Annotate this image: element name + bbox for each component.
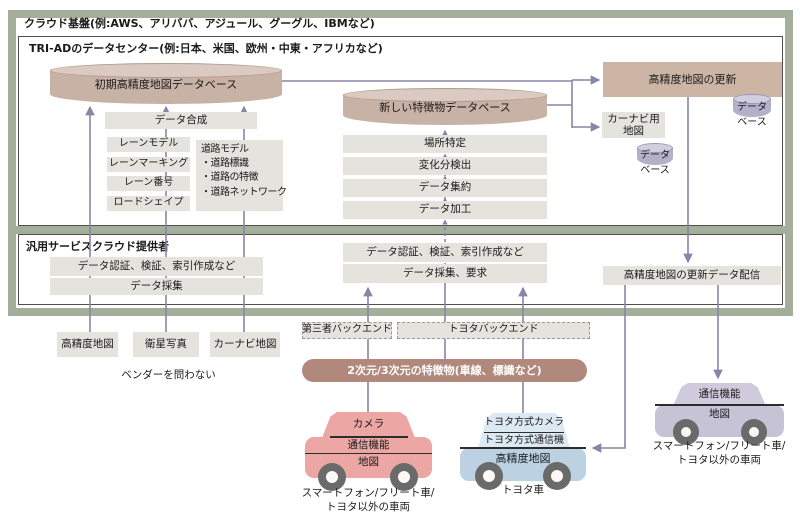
hd-map-source-box: 高精度地図 (57, 332, 118, 357)
wheel-hub (398, 471, 410, 483)
cylinder-body (733, 99, 771, 117)
locate-box: 場所特定 (343, 135, 547, 153)
lavender-car-divider (655, 404, 784, 406)
collect-left-box: データ採集 (50, 278, 263, 295)
cylinder-top (637, 143, 673, 153)
data-aggregate-box: データ集約 (343, 179, 547, 197)
road-feature-item: ・道路の特徴 (201, 172, 259, 184)
wheel-hub (551, 470, 563, 482)
pink-car-caption-2: トヨタ以外の車両 (326, 501, 410, 513)
lavender-car-map-label: 地図 (709, 408, 730, 420)
hd-map-update-box: 高精度地図の更新 (603, 62, 782, 97)
car-wheel-icon (543, 462, 571, 490)
feature-pill: 2次元/3次元の特徴物(車線、標識など) (302, 359, 587, 382)
toyota-car-camera-label: トヨタ方式カメラ (484, 417, 564, 428)
lane-number-box: レーン番号 (107, 176, 190, 191)
toyota-car-comm-label: トヨタ方式通信機 (484, 434, 564, 446)
db2-label-bottom: ベース (640, 165, 670, 176)
wheel-hub (681, 427, 691, 437)
lane-marking-box: レーンマーキング (107, 157, 190, 172)
toyota-car-divider-1 (484, 431, 564, 433)
wheel-hub (326, 471, 338, 483)
db1-label-bottom: ベース (737, 117, 767, 128)
pink-car-camera-label: カメラ (352, 418, 385, 430)
db2-label-top: データ (640, 150, 670, 161)
toyota-car-map-label: 高精度地図 (495, 452, 551, 465)
collect-request-box: データ採集、要求 (343, 264, 547, 283)
db1-label-top: データ (737, 102, 767, 113)
cloud-platform-frame (8, 10, 793, 316)
lavender-car-caption-2: トヨタ以外の車両 (677, 454, 761, 466)
pink-car-comm-label: 通信機能 (347, 439, 390, 451)
new-db-label: 新しい特徴物データベース (379, 101, 511, 114)
data-synthesis-box: データ合成 (105, 112, 257, 129)
toyota-car-caption: トヨタ車 (502, 484, 544, 496)
pink-car-map-label: 地図 (358, 456, 379, 468)
generic-cloud-box (18, 234, 783, 305)
cylinder-top (733, 94, 771, 104)
car-wheel-icon (741, 419, 767, 445)
pink-car-divider-1 (330, 436, 408, 438)
car-wheel-icon (390, 463, 418, 491)
carnavi-map-box: カーナビ用 地図 (602, 112, 665, 138)
vendor-caption: ベンダーを問わない (121, 369, 216, 381)
triad-datacenter-box (18, 36, 783, 226)
pink-car-caption-1: スマートフォン/フリート車/ (301, 487, 435, 499)
satellite-photo-box: 衛星写真 (133, 332, 199, 357)
auth-left-box: データ認証、検証、索引作成など (50, 257, 263, 276)
road-network-item: ・道路ネットワーク (201, 186, 287, 198)
wheel-hub (483, 470, 495, 482)
third-party-backend-box: 第三者バックエンド (302, 322, 392, 339)
car-wheel-icon (673, 419, 699, 445)
carnavi-source-box: カーナビ地図 (210, 332, 280, 357)
road-model-box: 道路モデル ・道路標識 ・道路の特徴 ・道路ネットワーク (196, 140, 287, 211)
generic-cloud-title: 汎用サービスクラウド提供者 (26, 240, 169, 253)
lavender-car-comm-label: 通信機能 (698, 388, 741, 400)
update-delivery-box: 高精度地図の更新データ配信 (603, 266, 781, 285)
road-sign-item: ・道路標識 (201, 158, 249, 170)
new-feature-database-cylinder: 新しい特徴物データベース (343, 88, 547, 125)
cylinder-top (50, 63, 282, 78)
lavender-car-cabin (673, 383, 766, 406)
road-shape-box: ロードシェイプ (107, 196, 190, 211)
road-model-title: 道路モデル (201, 144, 249, 155)
database-cylinder-small-2 (637, 143, 673, 165)
section-divider (16, 226, 785, 234)
carnavi-line2: 地図 (623, 125, 644, 138)
carnavi-line1: カーナビ用 (607, 113, 660, 125)
data-process-box: データ加工 (343, 201, 547, 219)
car-wheel-icon (318, 463, 346, 491)
toyota-car-cabin (478, 413, 570, 448)
auth-mid-box: データ認証、検証、索引作成など (343, 243, 547, 262)
pink-car-divider-2 (305, 452, 432, 454)
lavender-car-caption-1: スマートフォン/フリート車/ (652, 440, 786, 452)
initial-hd-map-database-cylinder: 初期高精度地図データベース (50, 63, 282, 104)
wheel-hub (749, 427, 759, 437)
initial-db-label: 初期高精度地図データベース (94, 78, 238, 91)
cylinder-top (343, 88, 547, 102)
triad-datacenter-title: TRI-ADのデータセンター(例:日本、米国、欧州・中東・アフリカなど) (29, 42, 383, 55)
toyota-car-divider-2 (460, 447, 586, 449)
car-wheel-icon (475, 462, 503, 490)
lane-model-box: レーンモデル (107, 137, 190, 152)
pink-car-cabin (322, 412, 415, 438)
change-detect-box: 変化分検出 (343, 157, 547, 175)
cloud-platform-title: クラウド基盤(例:AWS、アリババ、アジュール、グーグル、IBMなど) (24, 17, 375, 30)
toyota-backend-box: トヨタバックエンド (397, 322, 590, 339)
database-cylinder-small-1 (733, 94, 771, 117)
